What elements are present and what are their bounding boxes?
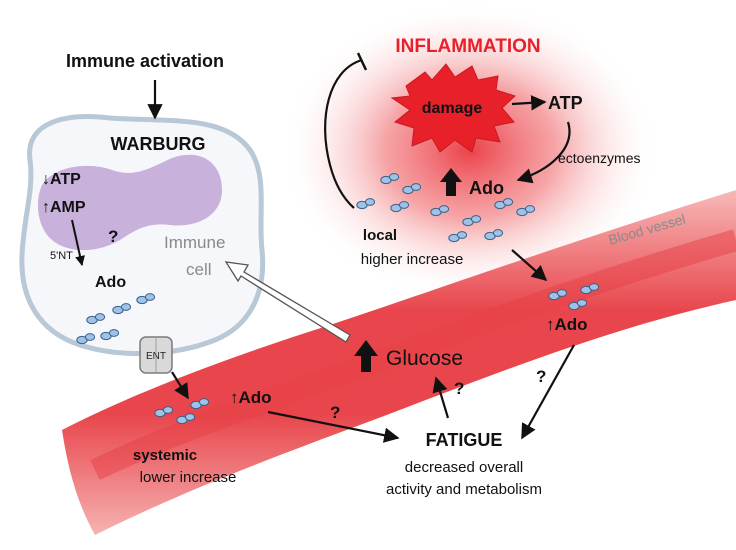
question-mark-right: ?: [536, 367, 546, 386]
arrow-atp-to-ado: [516, 121, 571, 184]
higher-increase-label: higher increase: [361, 251, 464, 268]
ent-transporter: ENT: [139, 336, 173, 374]
arrow-ado-to-fatigue: [521, 344, 575, 440]
damage-label: damage: [422, 100, 483, 117]
question-mark-glucose: ?: [454, 379, 464, 398]
blood-vessel-inner-highlight: [90, 229, 736, 480]
up-arrow-inflammation: [440, 168, 462, 196]
arrow-fatigue-to-glucose: [432, 376, 450, 419]
arrow-local-to-blood: [511, 249, 548, 282]
fatigue-label: FATIGUE: [426, 430, 503, 450]
arrow-amp-to-ado: [71, 219, 85, 266]
inhibition-arc-tbar: [356, 52, 368, 71]
ado-systemic-label: ↑Ado: [230, 388, 272, 407]
amp-increase-label: ↑AMP: [42, 199, 86, 216]
ado-inflammation-label: Ado: [469, 178, 504, 198]
ectoenzymes-label: ectoenzymes: [558, 150, 640, 166]
arrow-damage-to-atp: [511, 95, 547, 111]
immune-cell-label-line1: Immune: [164, 233, 225, 252]
inhibition-arc: [324, 58, 363, 209]
warburg-label: WARBURG: [111, 134, 206, 154]
fatigue-desc-line2: activity and metabolism: [386, 481, 542, 498]
immune-cell-label-line2: cell: [186, 260, 212, 279]
immune-activation-label: Immune activation: [66, 51, 224, 71]
lower-increase-label: lower increase: [140, 469, 237, 486]
atp-decrease-label: ↓ATP: [42, 171, 81, 188]
up-arrow-glucose: [354, 340, 378, 372]
systemic-label: systemic: [133, 447, 197, 464]
fatigue-desc-line1: decreased overall: [405, 459, 523, 476]
ado-cell-label: Ado: [95, 274, 126, 291]
five-nt-label: 5'NT: [50, 250, 73, 262]
atp-inflammation-label: ATP: [548, 93, 583, 113]
question-mark-cell: ?: [108, 227, 118, 246]
hollow-arrow-glucose-to-cell: [224, 261, 351, 343]
glucose-label: Glucose: [386, 347, 463, 370]
arrow-systemic-to-fatigue: [267, 410, 400, 443]
arrow-ent-to-blood: [171, 371, 189, 400]
ent-label: ENT: [146, 351, 166, 362]
damage-burst: [390, 63, 516, 153]
local-label: local: [363, 227, 397, 244]
inflammation-label: INFLAMMATION: [395, 36, 540, 57]
question-mark-systemic: ?: [330, 403, 340, 422]
ado-right-label: ↑Ado: [546, 315, 588, 334]
cell-nucleus: [37, 154, 223, 251]
